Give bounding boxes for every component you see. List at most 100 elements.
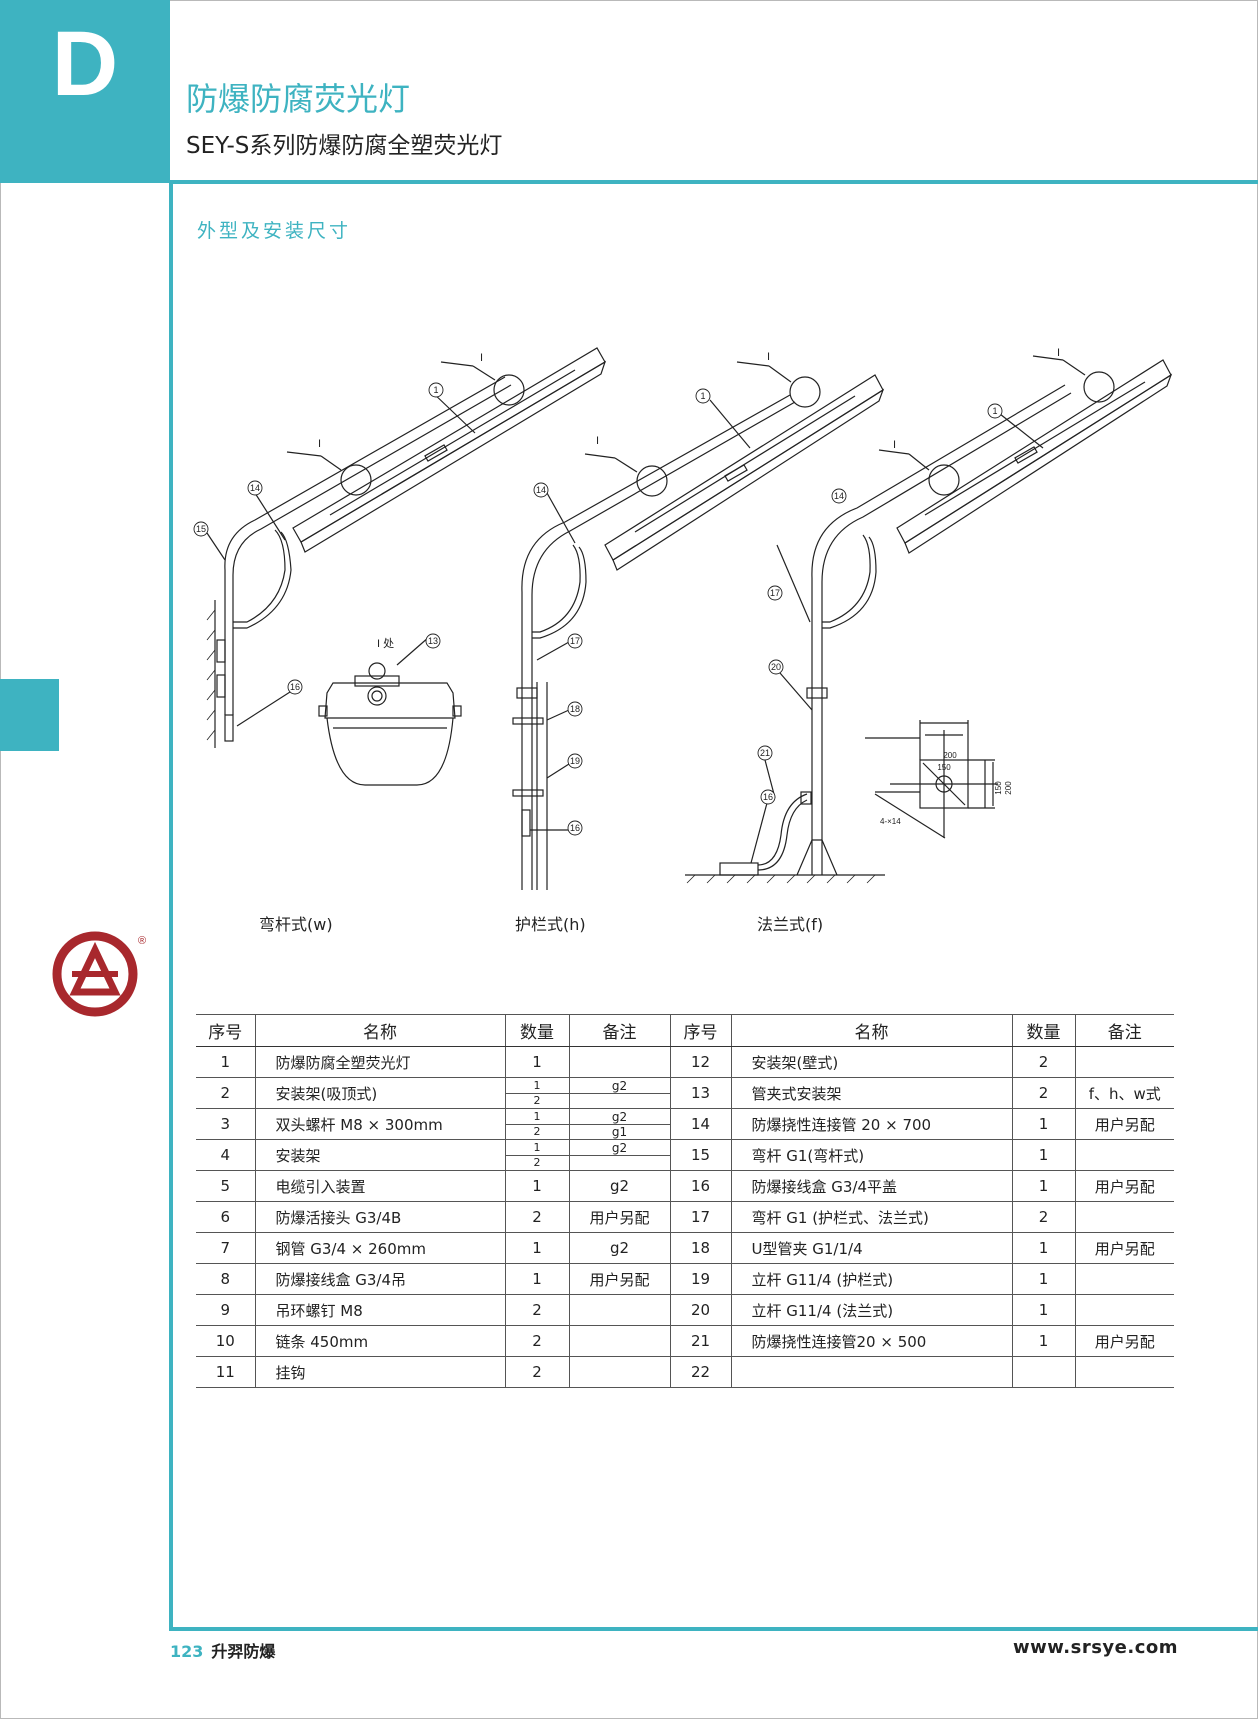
callout-14: 14: [834, 491, 844, 501]
callout-21: 21: [760, 748, 770, 758]
section-tab: D: [0, 0, 170, 183]
cell-no: 8: [196, 1263, 255, 1295]
dim-side-inner: 150: [994, 781, 1003, 795]
cell-name: 安装架(吸顶式): [254, 1077, 505, 1109]
cell-qty: 1: [1011, 1325, 1075, 1357]
cell-no: 12: [669, 1046, 731, 1078]
cell-name: 双头螺杆 M8 × 300mm: [254, 1108, 505, 1140]
cell-qty: 1: [504, 1170, 569, 1202]
cell-qty: 2: [1011, 1046, 1075, 1078]
cell-qty: 1: [504, 1232, 569, 1264]
table-row: 6 防爆活接头 G3/4B 2 用户另配 17 弯杆 G1 (护栏式、法兰式) …: [196, 1201, 1174, 1233]
callout-1: 1: [700, 391, 705, 401]
cell-no: 2: [196, 1077, 255, 1109]
cell-name: 立杆 G11/4 (法兰式): [730, 1294, 1012, 1326]
callout-I: I: [893, 439, 896, 451]
cell-name: 防爆防腐全塑荧光灯: [254, 1046, 505, 1078]
company-name: 升羿防爆: [211, 1642, 276, 1661]
cell-no: 5: [196, 1170, 255, 1202]
cell-name: 管夹式安装架: [730, 1077, 1012, 1109]
figure-bent-pole: [206, 347, 607, 748]
cell-remark: [1074, 1139, 1174, 1171]
cell-qty: 2: [1011, 1077, 1075, 1109]
callout-I: I: [318, 438, 321, 450]
callout-15: 15: [196, 524, 206, 534]
cell-name: 链条 450mm: [254, 1325, 505, 1357]
qty-a: 1: [533, 1141, 541, 1154]
callout-19: 19: [570, 756, 580, 766]
callout-18: 18: [570, 704, 580, 714]
cell-remark: g2: [568, 1170, 670, 1202]
cell-no: 7: [196, 1232, 255, 1264]
cell-no: 3: [196, 1108, 255, 1140]
cell-name: 防爆挠性连接管 20 × 700: [730, 1108, 1012, 1140]
section-title: 外型及安装尺寸: [197, 220, 352, 242]
caption-guard-rail: 护栏式(h): [515, 915, 586, 934]
header-rule: [170, 180, 1258, 184]
cell-name: 钢管 G3/4 × 260mm: [254, 1232, 505, 1264]
cell-name: 立杆 G11/4 (护栏式): [730, 1263, 1012, 1295]
registered-mark: ®: [138, 935, 146, 947]
cell-no: 9: [196, 1294, 255, 1326]
remark-a: g2: [611, 1110, 628, 1124]
cell-no: 17: [669, 1201, 731, 1233]
cell-name: [730, 1356, 1012, 1388]
callout-I: I: [1057, 347, 1060, 359]
col-header-no: 序号: [196, 1014, 255, 1047]
callout-16: 16: [570, 823, 580, 833]
callout-14: 14: [250, 483, 260, 493]
caption-bent-pole: 弯杆式(w): [259, 915, 333, 934]
cell-name: 安装架: [254, 1139, 505, 1171]
flange-plan-view: [865, 720, 998, 839]
cell-qty: 1: [1011, 1294, 1075, 1326]
cell-name: 吊环螺钉 M8: [254, 1294, 505, 1326]
cell-no: 11: [196, 1356, 255, 1388]
section-letter: D: [51, 13, 119, 115]
cell-no: 4: [196, 1139, 255, 1171]
page-number: 123: [170, 1642, 204, 1661]
col-header-remark: 备注: [1074, 1014, 1174, 1047]
cell-remark: [568, 1046, 670, 1078]
company-logo: ®: [52, 931, 146, 1017]
callout-17: 17: [570, 636, 580, 646]
dim-holes: 4-×14: [880, 817, 901, 826]
cell-no: 16: [669, 1170, 731, 1202]
cell-no: 13: [669, 1077, 731, 1109]
detail-I-view: [318, 636, 462, 786]
side-rule: [169, 183, 173, 1631]
footer-rule: [169, 1627, 1258, 1631]
cell-no: 19: [669, 1263, 731, 1295]
side-marker-tab: [0, 679, 59, 751]
cell-qty: 2: [504, 1294, 569, 1326]
cell-remark-split: g2: [568, 1077, 670, 1109]
cell-remark-split: g2: [568, 1139, 670, 1171]
qty-a: 1: [533, 1079, 541, 1092]
cell-name: 防爆接线盒 G3/4吊: [254, 1263, 505, 1295]
col-header-no: 序号: [669, 1014, 731, 1047]
cell-qty: 1: [1011, 1263, 1075, 1295]
qty-b: 2: [533, 1156, 541, 1169]
cell-remark: [568, 1356, 670, 1388]
cell-name: 挂钩: [254, 1356, 505, 1388]
parts-table: 序号 名称 数量 备注 序号 名称 数量 备注 1 防爆防腐全塑荧光灯 1 12…: [196, 1014, 1174, 1388]
table-row: 11 挂钩 2 22: [196, 1356, 1174, 1388]
cell-qty: 2: [504, 1201, 569, 1233]
cell-qty: 2: [504, 1325, 569, 1357]
qty-b: 2: [533, 1125, 541, 1138]
website-link[interactable]: www.srsye.com: [1013, 1637, 1178, 1658]
cell-no: 21: [669, 1325, 731, 1357]
cell-qty: 2: [504, 1356, 569, 1388]
cell-remark: 用户另配: [1074, 1325, 1174, 1357]
cell-qty: [1011, 1356, 1075, 1388]
page-subtitle: SEY-S系列防爆防腐全塑荧光灯: [186, 133, 503, 159]
col-header-remark: 备注: [568, 1014, 670, 1047]
footer-page-info: 123 升羿防爆: [170, 1638, 275, 1662]
callout-16: 16: [290, 682, 300, 692]
cell-no: 14: [669, 1108, 731, 1140]
